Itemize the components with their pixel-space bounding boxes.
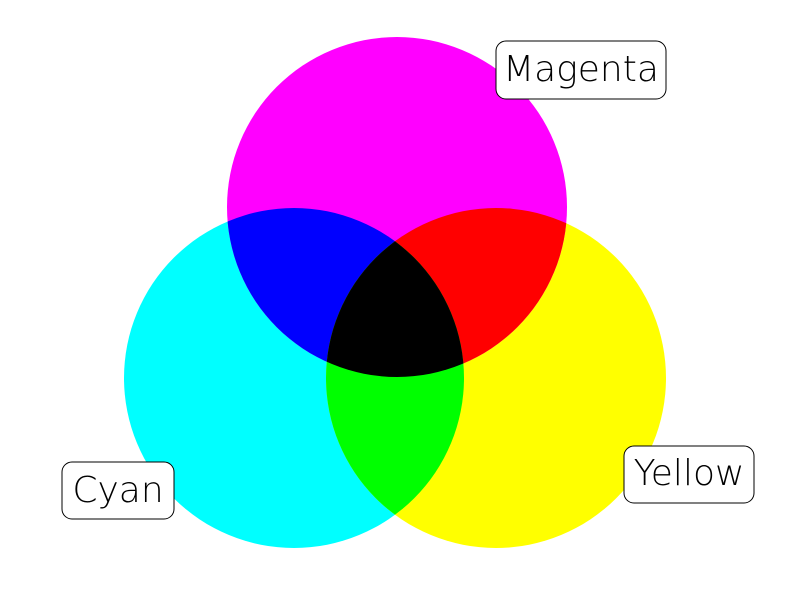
cyan-label-text: Cyan (72, 470, 163, 511)
cyan-label-box (61, 461, 175, 520)
yellow-label-text: Yellow (634, 453, 745, 494)
black-center-overlap (326, 208, 464, 377)
yellow-label: Yellow (623, 445, 755, 504)
magenta-label-box (495, 40, 667, 100)
cyan-label: Cyan (61, 461, 175, 520)
magenta-label-text: Magenta (503, 49, 659, 90)
yellow-label-box (623, 445, 755, 504)
magenta-label: Magenta (495, 40, 667, 100)
